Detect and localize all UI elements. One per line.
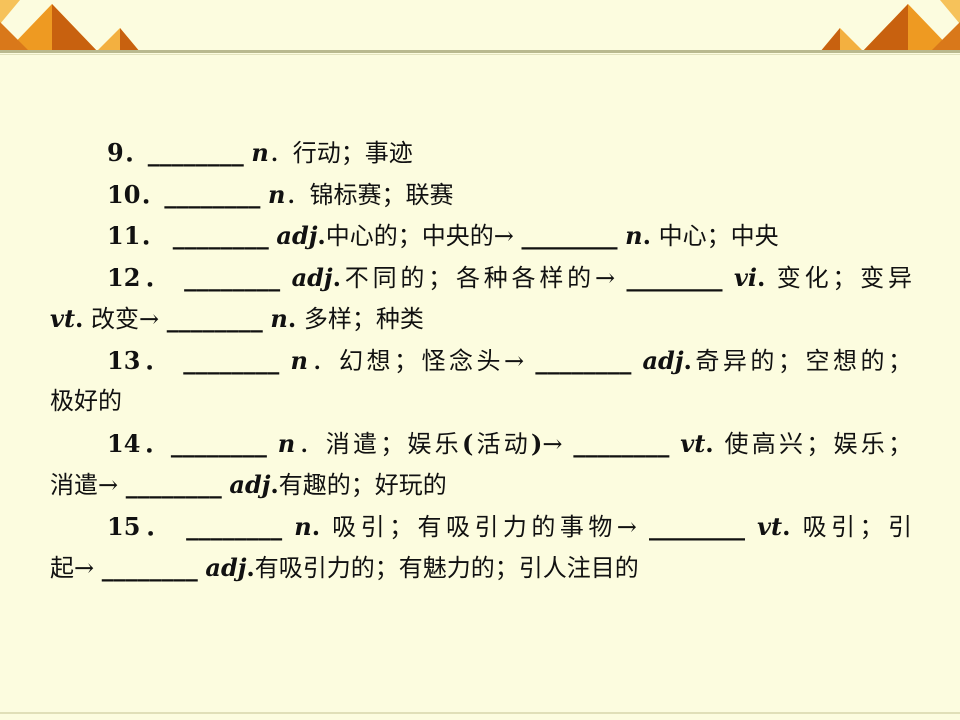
item-number: 13． [107, 345, 172, 375]
item-number: 9． [107, 138, 148, 167]
part-of-speech: vt [680, 428, 706, 458]
definition-text: ．幻想；怪念头→ [307, 346, 536, 375]
answer-blank: ________ [171, 345, 280, 375]
part-of-speech: adj [229, 470, 271, 499]
definition-text: 变化；变异 [765, 263, 912, 292]
definition-text: 极好的 [50, 387, 122, 415]
part-of-speech: adj [205, 553, 247, 582]
definition-text [631, 347, 642, 375]
exercise-line: 10．________ n．锦标赛；联赛 [50, 174, 912, 216]
exercise-line: vt. 改变→ ________ n. 多样；种类 [50, 298, 912, 340]
part-of-speech: adj [291, 262, 333, 292]
definition-text: 多样；种类 [296, 305, 424, 333]
item-number: . [332, 262, 341, 292]
exercise-line: 极好的 [50, 381, 912, 423]
definition-text: 使高兴；娱乐； [713, 429, 912, 458]
part-of-speech: vt [757, 511, 783, 541]
definition-text: 不同的；各种各样的→ [340, 263, 627, 292]
definition-text: 中心；中央 [650, 222, 779, 250]
definition-text: 吸引；引 [790, 512, 912, 541]
exercise-line: 11． ________ adj.中心的；中央的→ ________ n. 中心… [50, 215, 912, 257]
exercise-line: 消遣→ ________ adj.有趣的；好玩的 [50, 464, 912, 506]
definition-text: 起→ [50, 554, 102, 582]
part-of-speech: n [268, 179, 286, 209]
item-number: . [246, 553, 255, 582]
item-number: . [75, 304, 84, 333]
part-of-speech: n [277, 428, 296, 458]
definition-text: 吸引；有吸引力的事物→ [320, 512, 649, 541]
answer-blank: ________ [101, 553, 198, 582]
definition-text: 有吸引力的；有魅力的；引人注目的 [254, 554, 639, 582]
item-number: . [311, 511, 321, 541]
definition-text: ．行动；事迹 [268, 139, 413, 167]
definition-text [267, 430, 278, 458]
definition-text: ．锦标赛；联赛 [285, 180, 454, 209]
answer-blank: ________ [166, 304, 263, 333]
item-number: . [683, 345, 692, 375]
item-number: . [642, 221, 651, 250]
item-number: 12． [107, 262, 172, 292]
definition-text [282, 513, 294, 541]
item-number: . [782, 511, 791, 541]
header-divider-thin [0, 54, 960, 55]
answer-blank: ________ [573, 428, 670, 458]
answer-blank: ________ [125, 470, 222, 499]
definition-text [260, 181, 268, 209]
part-of-speech: n [290, 345, 308, 375]
item-number: ) [531, 428, 543, 458]
answer-blank: ________ [147, 138, 244, 167]
item-number: 11． [107, 221, 165, 250]
exercise-line: 13． ________ n．幻想；怪念头→ ________ adj.奇异的；… [50, 340, 912, 382]
item-number: 10． [107, 179, 165, 209]
corner-ornament-left [0, 0, 140, 52]
exercise-line: 起→ ________ adj.有吸引力的；有魅力的；引人注目的 [50, 547, 912, 589]
answer-blank: ________ [535, 345, 632, 375]
part-of-speech: vi [733, 262, 757, 292]
definition-text: ．消遣；娱乐 [295, 429, 462, 458]
item-number: . [705, 428, 714, 458]
part-of-speech: n [270, 304, 288, 333]
part-of-speech: n [294, 511, 312, 541]
part-of-speech: adj [642, 345, 684, 375]
part-of-speech: n [625, 221, 643, 250]
answer-blank: ________ [164, 179, 261, 209]
exercise-line: 15． ________ n. 吸引；有吸引力的事物→ ________ vt.… [50, 506, 912, 548]
item-number: . [270, 470, 279, 499]
exercise-line: 14．________ n．消遣；娱乐(活动)→ ________ vt. 使高… [50, 423, 912, 465]
part-of-speech: adj [276, 221, 318, 250]
item-number: . [757, 262, 766, 292]
definition-text: → [542, 429, 574, 458]
part-of-speech: n [251, 138, 269, 167]
corner-ornament-right [820, 0, 960, 52]
answer-blank: ________ [170, 428, 267, 458]
answer-blank: ________ [164, 221, 269, 250]
item-number: 15． [107, 511, 174, 541]
definition-text [723, 264, 734, 292]
definition-text: 消遣→ [50, 471, 126, 499]
definition-text: 中心的；中央的→ [325, 222, 522, 250]
header-divider [0, 50, 960, 53]
definition-text: 奇异的；空想的； [691, 346, 912, 375]
answer-blank: ________ [173, 511, 283, 541]
definition-text: 有趣的；好玩的 [278, 471, 447, 499]
answer-blank: ________ [521, 221, 618, 250]
footer-divider [0, 712, 960, 714]
item-number: 14． [107, 428, 171, 458]
definition-text [280, 264, 291, 292]
definition-text: 改变→ [83, 305, 167, 333]
definition-text: 活动 [473, 429, 532, 458]
definition-text [745, 513, 757, 541]
item-number: ( [461, 428, 474, 458]
item-number: . [287, 304, 297, 333]
item-number: . [317, 221, 326, 250]
answer-blank: ________ [626, 262, 723, 292]
exercise-line: 9．________ n．行动；事迹 [50, 132, 912, 174]
exercise-line: 12． ________ adj.不同的；各种各样的→ ________ vi.… [50, 257, 912, 299]
answer-blank: ________ [649, 511, 745, 541]
definition-text [669, 430, 680, 458]
definition-text [279, 347, 290, 375]
part-of-speech: vt [50, 304, 76, 333]
answer-blank: ________ [172, 262, 281, 292]
